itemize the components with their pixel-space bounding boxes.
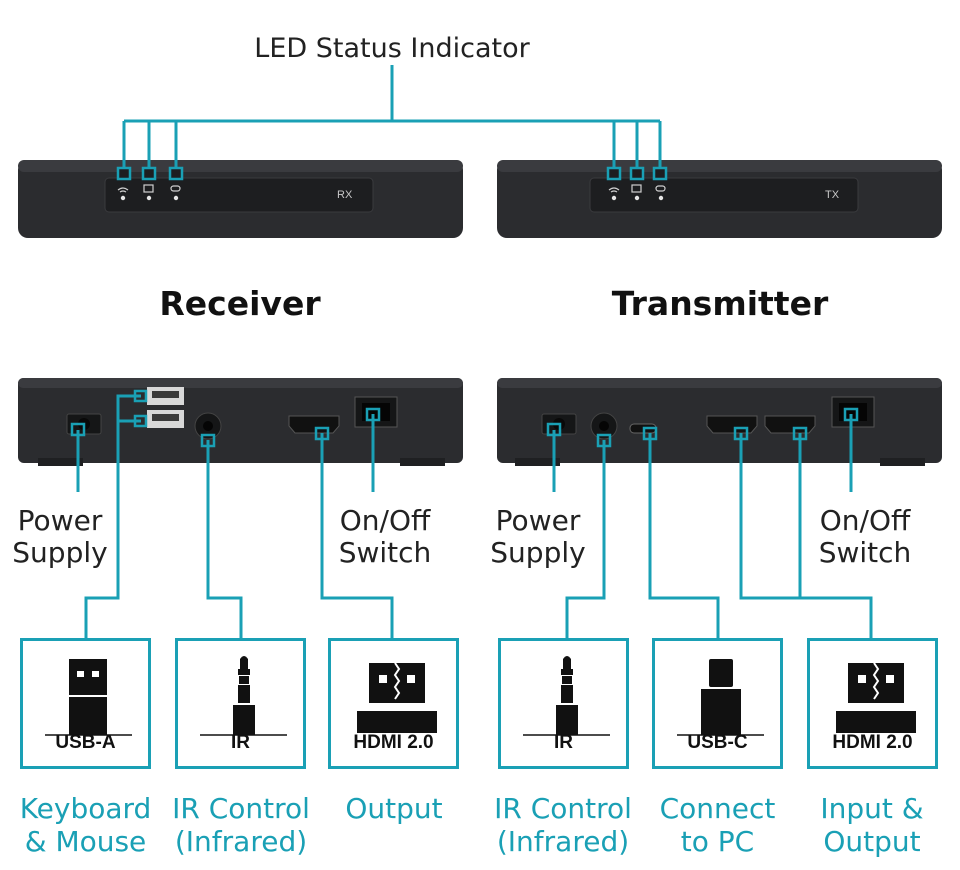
connector-label: HDMI 2.0 <box>832 732 913 753</box>
function-label-ir-control-tx: IR Control (Infrared) <box>494 792 632 859</box>
connector-label: HDMI 2.0 <box>353 732 434 753</box>
rx-on-off-switch-label: On/Off Switch <box>338 504 432 570</box>
rx-monitor-led-icon <box>143 184 154 193</box>
tx-monitor-led-icon <box>631 184 642 193</box>
function-label-input-output: Input & Output <box>820 792 924 859</box>
ir-jack-icon <box>200 656 287 736</box>
led-callout-lines <box>122 65 662 170</box>
led-status-indicator-label: LED Status Indicator <box>254 33 530 64</box>
connector-box-ir-tx: IR <box>498 638 629 769</box>
connector-box-hdmi-tx: HDMI 2.0 <box>807 638 938 769</box>
function-label-output: Output <box>345 792 443 825</box>
function-label-keyboard-mouse: Keyboard & Mouse <box>19 792 152 859</box>
function-label-connect-to-pc: Connect to PC <box>659 792 776 859</box>
connector-label: USB-C <box>687 732 748 753</box>
connector-box-usb-a: USB-A <box>20 638 151 769</box>
led-callout-markers <box>116 166 668 181</box>
receiver-front-device <box>18 160 463 238</box>
connector-label: USB-A <box>55 732 116 753</box>
rx-front-badge: RX <box>337 189 353 201</box>
connector-box-usb-c: USB-C <box>652 638 783 769</box>
tx-front-badge: TX <box>825 189 840 201</box>
receiver-rear-device <box>18 378 463 466</box>
usb-c-icon <box>677 659 764 736</box>
hdmi-icon <box>357 662 437 733</box>
rx-wifi-led-icon <box>117 187 129 193</box>
tx-power-supply-label: Power Supply <box>490 504 586 570</box>
ir-jack-icon <box>523 656 610 736</box>
receiver-heading: Receiver <box>159 284 321 323</box>
connector-box-ir-rx: IR <box>175 638 306 769</box>
connector-label: IR <box>231 732 250 753</box>
port-callout-markers <box>70 389 859 448</box>
rx-link-led-icon <box>170 185 181 192</box>
usb-a-icon <box>45 659 132 736</box>
tx-link-led-icon <box>655 185 666 192</box>
rx-power-supply-label: Power Supply <box>12 504 108 570</box>
transmitter-front-device <box>497 160 942 238</box>
port-callout-lines <box>76 394 873 638</box>
transmitter-heading: Transmitter <box>611 284 829 323</box>
connector-label: IR <box>554 732 573 753</box>
tx-wifi-led-icon <box>608 187 620 193</box>
hdmi-icon <box>836 662 916 733</box>
connector-box-hdmi-rx: HDMI 2.0 <box>328 638 459 769</box>
tx-on-off-switch-label: On/Off Switch <box>818 504 912 570</box>
function-label-ir-control-rx: IR Control (Infrared) <box>172 792 310 859</box>
transmitter-rear-device <box>497 378 942 466</box>
